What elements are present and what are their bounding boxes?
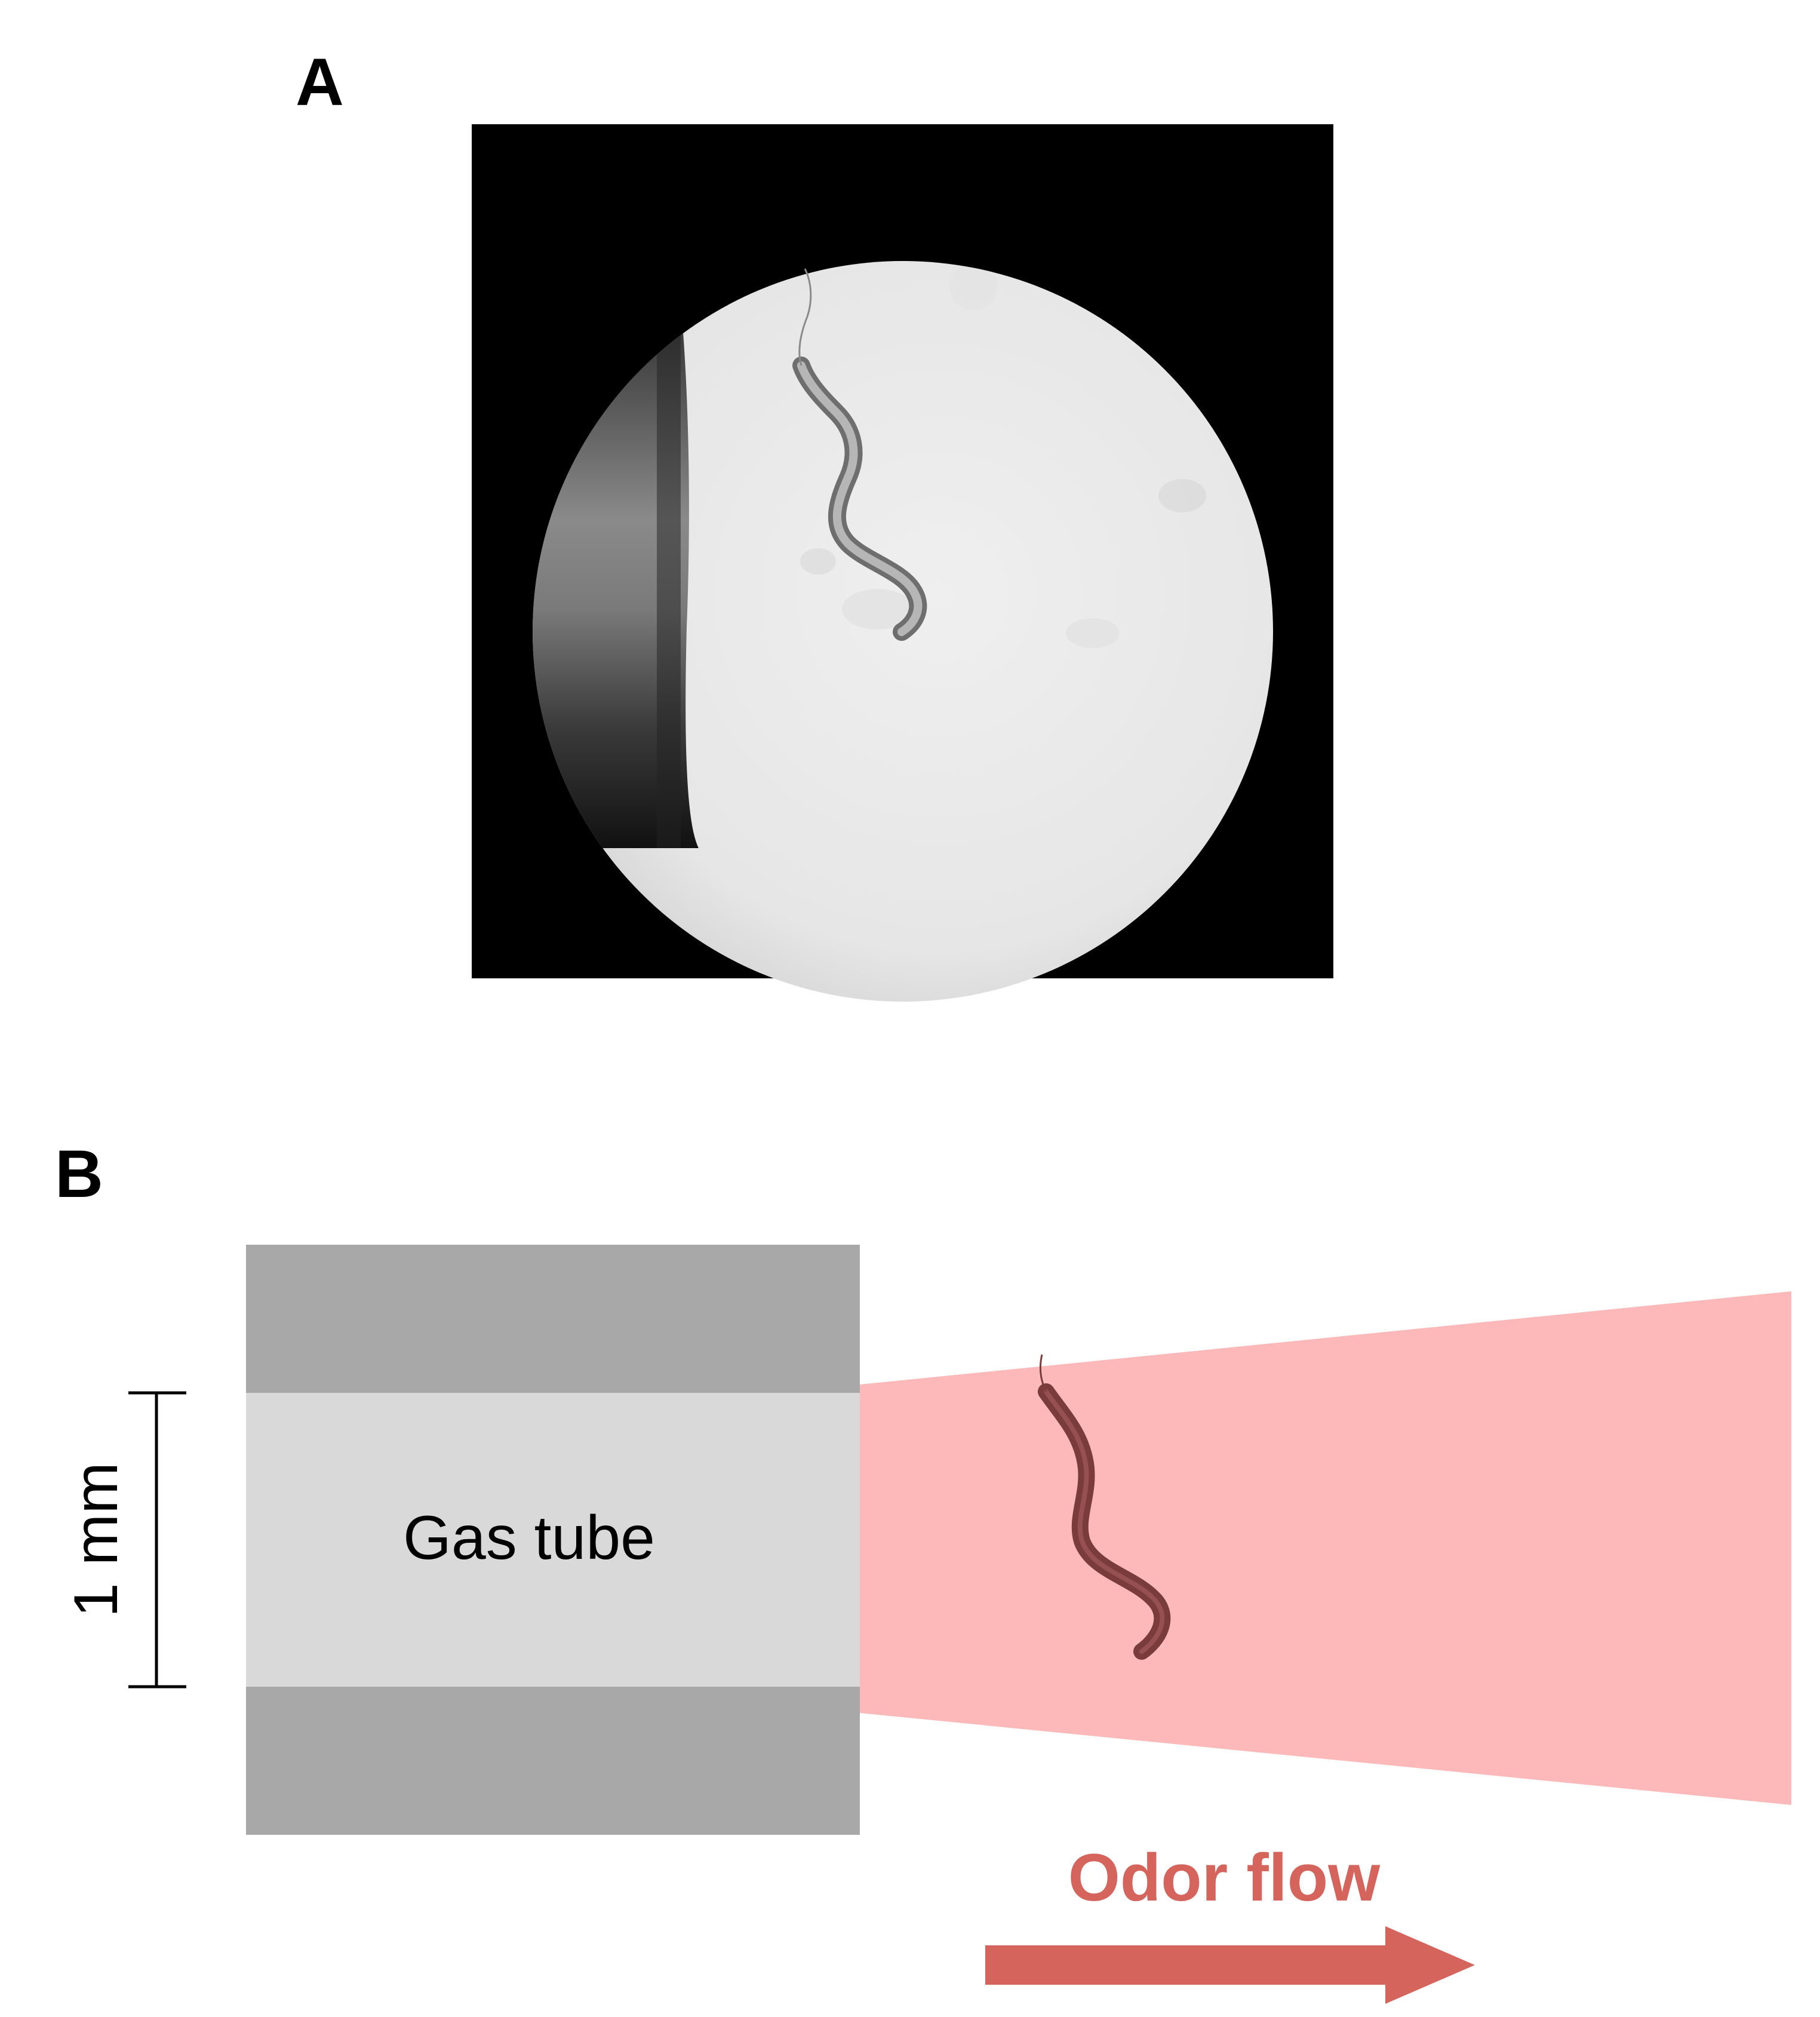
tube-wall-bottom <box>246 1687 860 1835</box>
panel-b-label: B <box>55 1137 103 1211</box>
scale-bar-icon <box>128 1391 186 1688</box>
tube-label: Gas tube <box>403 1503 655 1573</box>
worm-icon <box>1038 1354 1171 1660</box>
panel-b-schematic: Gas tube 1 mm Odor flow <box>62 1245 1791 2004</box>
odor-plume <box>860 1291 1791 1805</box>
arrow-right-icon <box>985 1926 1475 2004</box>
scale-label: 1 mm <box>62 1462 131 1617</box>
tube-wall-top <box>246 1245 860 1393</box>
worm-icon <box>792 268 927 641</box>
odor-flow-label: Odor flow <box>1068 1840 1381 1915</box>
gas-tube: Gas tube <box>246 1245 860 1835</box>
panel-a-label: A <box>296 45 344 119</box>
panel-a-micrograph <box>472 124 1333 1002</box>
tube-lumen <box>246 1393 860 1687</box>
